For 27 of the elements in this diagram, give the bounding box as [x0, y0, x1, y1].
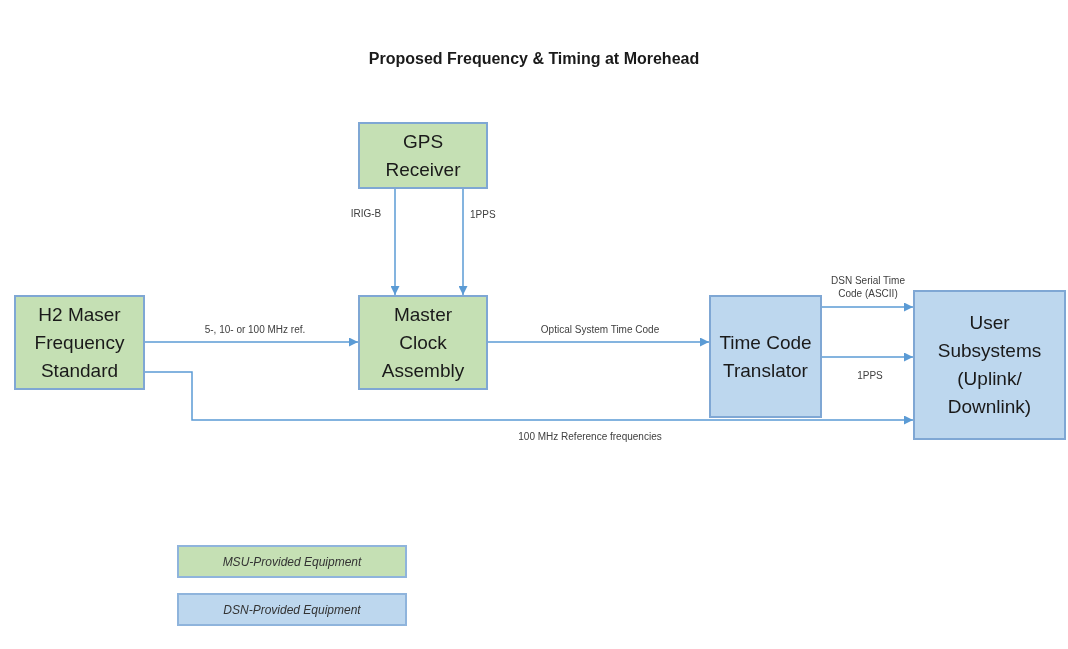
edge-label: IRIG-B	[349, 207, 383, 220]
legend-label: MSU-Provided Equipment	[222, 553, 362, 571]
process-box	[358, 295, 488, 390]
process-box	[709, 295, 822, 418]
edge-label: 1PPS	[470, 208, 497, 221]
edge-label: Optical System Time Code	[539, 323, 661, 336]
arrow	[487, 337, 710, 347]
node-label: User Subsystems (Uplink/ Downlink)	[936, 311, 1043, 419]
arrow	[390, 188, 400, 296]
process-box	[14, 295, 145, 390]
title: Proposed Frequency & Timing at Morehead	[367, 49, 701, 69]
legend-label: DSN-Provided Equipment	[223, 601, 361, 619]
edge-label: 1PPS	[856, 369, 884, 382]
arrow	[144, 337, 359, 347]
arrow	[821, 302, 914, 312]
edge-label: DSN Serial Time Code (ASCII)	[830, 274, 906, 300]
process-box	[358, 122, 488, 189]
arrow	[821, 352, 914, 362]
edge-label: 5-, 10- or 100 MHz ref.	[203, 323, 307, 336]
node-label: H2 Maser Frequency Standard	[33, 302, 126, 383]
process-box	[913, 290, 1066, 440]
node-label: Time Code Translator	[718, 330, 813, 383]
arrow	[458, 188, 468, 296]
node-label: GPS Receiver	[384, 129, 462, 182]
node-label: Master Clock Assembly	[380, 302, 466, 383]
edge-label: 100 MHz Reference frequencies	[517, 430, 663, 443]
arrow	[144, 371, 914, 425]
